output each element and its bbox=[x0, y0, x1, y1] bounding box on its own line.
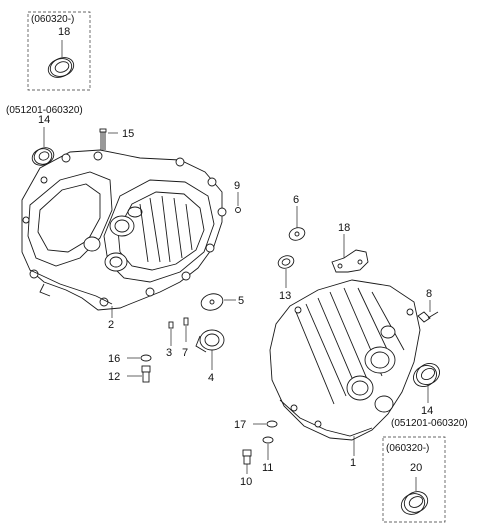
callout-17: 17 bbox=[234, 419, 246, 431]
callout-10: 10 bbox=[240, 476, 252, 488]
callout-7: 7 bbox=[182, 347, 188, 359]
callout-16: 16 bbox=[108, 353, 120, 365]
callout-14-left: 14 bbox=[38, 114, 50, 126]
o-ring-17 bbox=[266, 420, 278, 428]
bolt-8 bbox=[417, 311, 439, 323]
seal-13 bbox=[277, 255, 295, 269]
date-note-box20: (060320-) bbox=[386, 443, 429, 454]
washer-16 bbox=[140, 354, 152, 362]
option-box-20 bbox=[382, 436, 446, 523]
callout-4: 4 bbox=[208, 372, 214, 384]
callout-12: 12 bbox=[108, 371, 120, 383]
callout-15: 15 bbox=[122, 128, 134, 140]
callout-5: 5 bbox=[238, 295, 244, 307]
callout-19: 18 bbox=[58, 26, 70, 38]
callout-8: 8 bbox=[426, 288, 432, 300]
date-note-seal14-right: (051201-060320) bbox=[391, 418, 468, 429]
oil-seal-14-right bbox=[413, 363, 440, 387]
callout-18: 18 bbox=[338, 222, 350, 234]
washer-6 bbox=[288, 227, 306, 241]
pin-3 bbox=[168, 321, 174, 329]
oil-seal-14-left bbox=[31, 147, 55, 166]
transaxle-case bbox=[269, 279, 421, 441]
drain-plug-12 bbox=[141, 365, 151, 383]
callout-3: 3 bbox=[166, 347, 172, 359]
date-note-box19: (060320-) bbox=[31, 14, 74, 25]
bracket-18 bbox=[331, 249, 369, 273]
washer-11 bbox=[262, 436, 274, 444]
oil-seal-19 bbox=[47, 57, 75, 78]
callout-2: 2 bbox=[108, 319, 114, 331]
callout-14-right: 14 bbox=[421, 405, 433, 417]
callout-9: 9 bbox=[234, 180, 240, 192]
plug-9 bbox=[235, 207, 241, 213]
callout-6: 6 bbox=[293, 194, 299, 206]
clutch-housing bbox=[21, 149, 227, 311]
shim-5 bbox=[200, 293, 224, 311]
callout-11: 11 bbox=[262, 462, 273, 474]
oil-seal-20 bbox=[400, 491, 429, 515]
plug-10 bbox=[242, 449, 252, 465]
bearing-4 bbox=[195, 329, 225, 353]
bolt-15 bbox=[99, 128, 107, 150]
callout-1: 1 bbox=[350, 457, 356, 469]
option-box-19 bbox=[27, 11, 91, 91]
callout-13: 13 bbox=[279, 290, 291, 302]
pin-7 bbox=[183, 317, 189, 326]
date-note-seal14-left: (051201-060320) bbox=[6, 105, 83, 116]
callout-20: 20 bbox=[410, 462, 422, 474]
